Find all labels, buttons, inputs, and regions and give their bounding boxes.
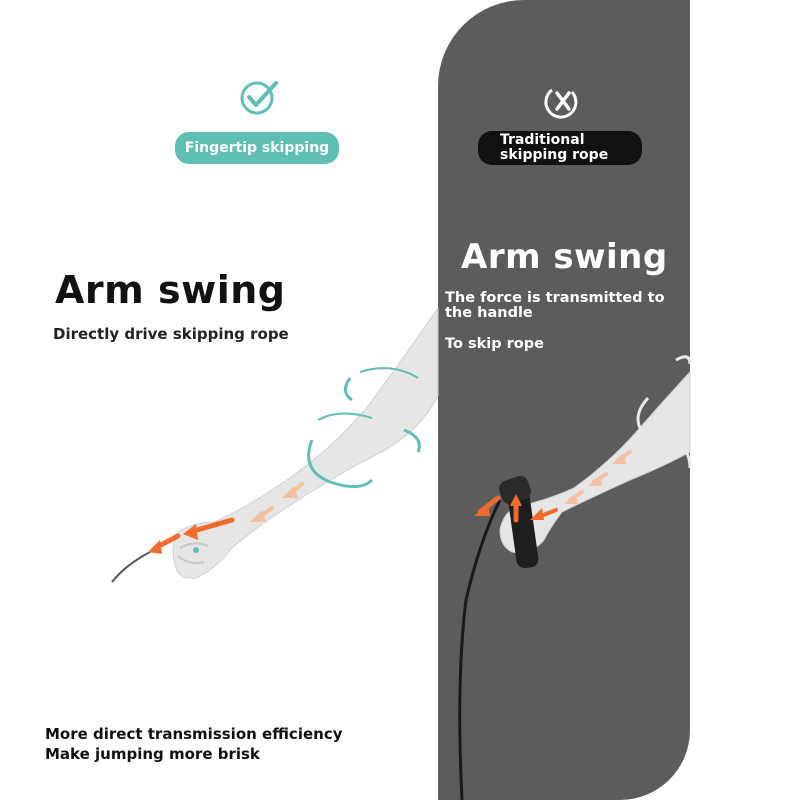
traditional-rope-badge: Traditional skipping rope [478, 131, 642, 165]
traditional-badge-line1: Traditional [500, 132, 585, 148]
left-title: Arm swing [55, 268, 286, 312]
footer-line-1: More direct transmission efficiency [45, 725, 343, 743]
left-subtitle: Directly drive skipping rope [53, 325, 289, 343]
traditional-badge-line2: skipping rope [500, 147, 609, 163]
left-arm-illustration [111, 306, 439, 583]
check-circle-icon [240, 81, 278, 115]
fingertip-skipping-badge: Fingertip skipping [175, 132, 339, 164]
footer-line-2: Make jumping more brisk [45, 745, 260, 763]
right-title: Arm swing [461, 237, 668, 277]
right-arm-illustration [458, 355, 692, 800]
right-description-2: To skip rope [445, 336, 544, 352]
x-circle-icon [544, 88, 578, 119]
right-description: The force is transmitted to the handle [445, 290, 665, 321]
